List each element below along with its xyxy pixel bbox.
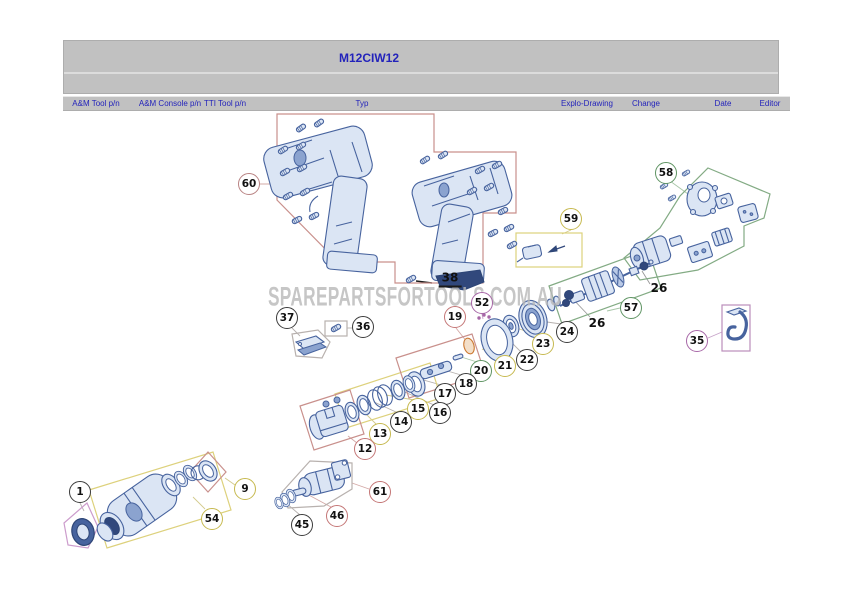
housing-left-half (263, 125, 378, 274)
group-9-outline (189, 451, 227, 493)
column-header-2: TTI Tool p/n (203, 99, 247, 108)
callout-59: 59 (560, 208, 582, 230)
column-header-3: Typ (355, 99, 369, 108)
group-57-outline (548, 249, 662, 325)
group-1-outline (63, 502, 99, 549)
callout-58: 58 (655, 162, 677, 184)
callout-9: 9 (234, 478, 256, 500)
group-59-outline (515, 232, 583, 268)
callout-22: 22 (516, 349, 538, 371)
callout-60: 60 (238, 173, 260, 195)
belt-clip (294, 335, 328, 356)
leader-lines (79, 180, 723, 516)
callout-23: 23 (532, 333, 554, 355)
title-bar: M12CIW12 (63, 40, 779, 94)
callout-15: 15 (407, 398, 429, 420)
column-header-0: A&M Tool p/n (72, 99, 120, 108)
column-header-4: Explo-Drawing (560, 99, 614, 108)
bushing-ring (71, 518, 95, 546)
armature-assembly (546, 259, 654, 312)
part-label-26-2: 26 (588, 316, 606, 330)
part-label-26-1: 26 (650, 281, 668, 295)
callout-13: 13 (369, 423, 391, 445)
document-title: M12CIW12 (338, 51, 400, 65)
trigger-assembly (516, 244, 566, 263)
callout-36: 36 (352, 316, 374, 338)
clip-screw (329, 322, 343, 334)
group-58-outline (623, 167, 771, 281)
titlebar-divider (64, 72, 778, 74)
column-header-7: Editor (759, 99, 781, 108)
callout-16: 16 (429, 402, 451, 424)
motor-assembly (629, 168, 759, 270)
callout-12: 12 (354, 438, 376, 460)
group-61-outline (281, 460, 353, 509)
callout-57: 57 (620, 297, 642, 319)
callout-54: 54 (201, 508, 223, 530)
callout-52: 52 (471, 292, 493, 314)
callout-17: 17 (434, 383, 456, 405)
column-header-6: Date (714, 99, 732, 108)
callout-21: 21 (494, 355, 516, 377)
housing-right-half (411, 160, 513, 291)
column-header-5: Change (631, 99, 661, 108)
callout-1: 1 (69, 481, 91, 503)
group-12-outline (299, 389, 365, 451)
callout-45: 45 (291, 514, 313, 536)
group-37-outline (291, 329, 331, 359)
hammer-assembly (308, 396, 349, 440)
callout-61: 61 (369, 481, 391, 503)
part-label-38-0: 38 (438, 271, 462, 288)
column-header-1: A&M Console p/n (138, 99, 202, 108)
callout-35: 35 (686, 330, 708, 352)
callout-24: 24 (556, 321, 578, 343)
callout-46: 46 (326, 505, 348, 527)
watermark: SPAREPARTSFORTOOLS.COM.AU (267, 281, 563, 312)
group-36-outline (324, 320, 348, 337)
callout-20: 20 (470, 360, 492, 382)
callout-18: 18 (455, 373, 477, 395)
belt-hook (725, 307, 748, 341)
callout-14: 14 (390, 411, 412, 433)
callout-37: 37 (276, 307, 298, 329)
callout-19: 19 (444, 306, 466, 328)
camshaft-assembly (272, 459, 352, 511)
hammer-case-assembly (96, 460, 218, 542)
group-35-outline (721, 304, 751, 352)
